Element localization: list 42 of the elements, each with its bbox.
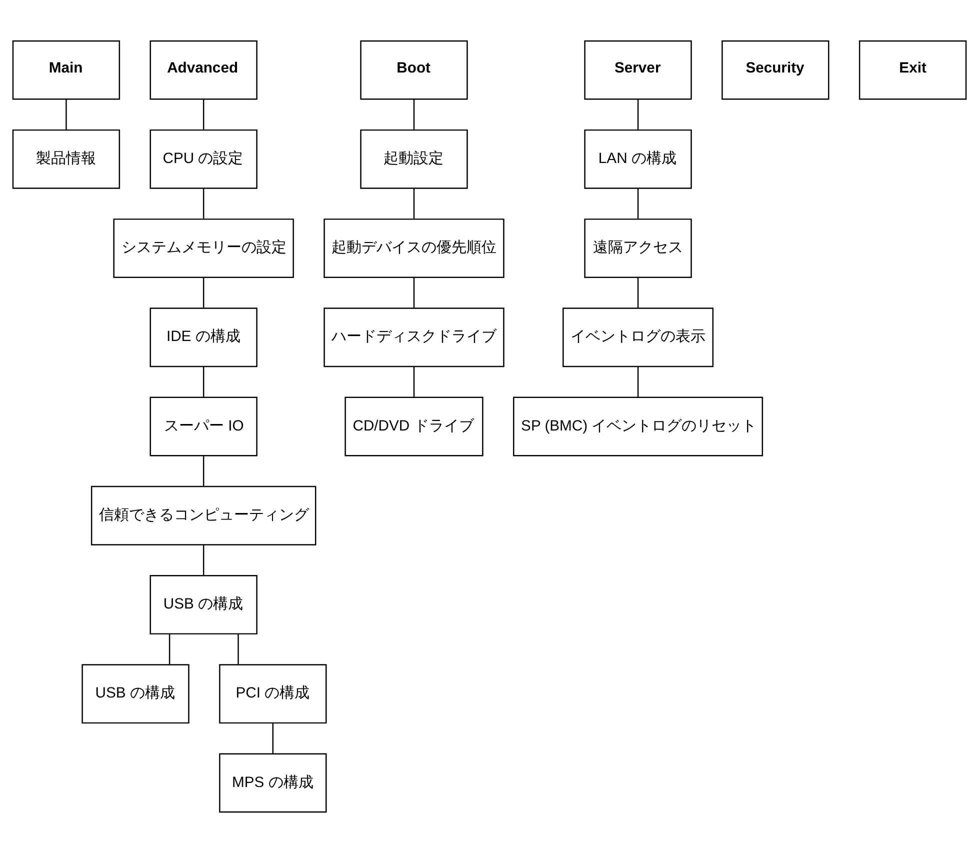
connector <box>202 366 204 397</box>
connector <box>637 366 639 397</box>
connector <box>413 366 415 397</box>
connector <box>637 188 639 219</box>
node-box: CPU の設定 <box>150 129 258 189</box>
node-box: 遠隔アクセス <box>584 218 692 278</box>
connector <box>238 634 239 664</box>
connector <box>202 188 204 219</box>
connector <box>413 188 415 219</box>
node-box: Exit <box>858 40 967 100</box>
connector <box>637 99 639 130</box>
node-box: 製品情報 <box>12 129 120 189</box>
connector <box>413 99 415 130</box>
connector <box>413 277 415 308</box>
connector <box>272 723 274 754</box>
node-box: MPS の構成 <box>219 753 327 813</box>
connector <box>202 456 204 486</box>
node-box: Boot <box>360 40 468 100</box>
connector <box>168 634 170 664</box>
connector <box>202 99 204 130</box>
node-box: USB の構成 <box>150 575 258 634</box>
node-box: LAN の構成 <box>584 129 692 189</box>
node-box: Advanced <box>150 40 258 100</box>
node-box: SP (BMC) イベントログのリセット <box>513 396 764 456</box>
node-box: Server <box>584 40 692 100</box>
node-box: イベントログの表示 <box>562 308 714 368</box>
node-box: 起動デバイスの優先順位 <box>324 218 504 278</box>
node-box: 起動設定 <box>360 129 468 189</box>
node-box: USB の構成 <box>82 664 190 724</box>
node-box: PCI の構成 <box>219 664 327 724</box>
node-box: Security <box>722 40 830 100</box>
connector <box>202 544 204 576</box>
node-box: システムメモリーの設定 <box>113 218 294 278</box>
connector <box>637 277 639 308</box>
node-box: 信頼できるコンピューティング <box>90 486 316 546</box>
node-box: Main <box>12 40 120 100</box>
connector <box>202 277 204 308</box>
node-box: IDE の構成 <box>150 308 258 368</box>
connector <box>66 99 67 130</box>
node-box: スーパー IO <box>150 396 258 456</box>
node-box: ハードディスクドライブ <box>324 308 504 368</box>
node-box: CD/DVD ドライブ <box>344 396 484 456</box>
